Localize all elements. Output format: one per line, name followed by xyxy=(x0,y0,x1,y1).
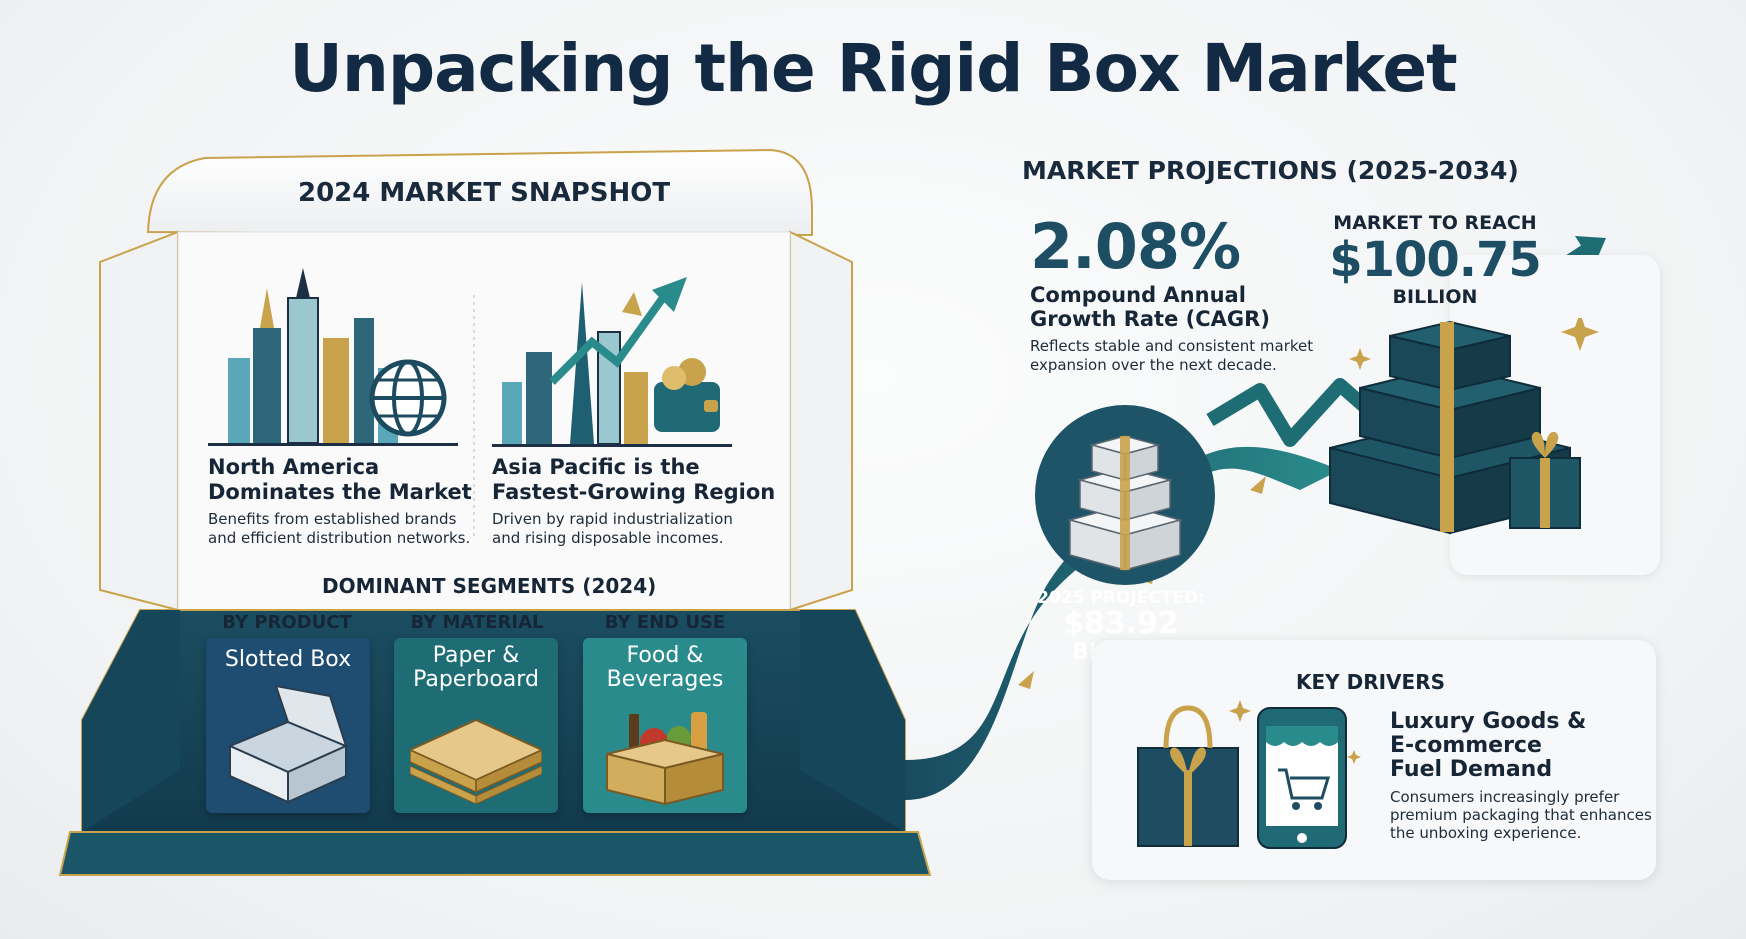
cagr-value: 2.08% xyxy=(1030,210,1241,283)
cagr-desc: Reflects stable and consistent market ex… xyxy=(1030,337,1314,374)
luxury-gift-stack-icon xyxy=(1329,318,1599,535)
asia-growth-icon xyxy=(492,277,732,447)
food-box-icon xyxy=(606,712,724,806)
segment-card-product-label: Slotted Box xyxy=(224,647,352,672)
box-lid-left-flap xyxy=(99,230,179,612)
asia-pacific-title: Asia Pacific is the Fastest-Growing Regi… xyxy=(492,455,776,504)
key-drivers-heading: Luxury Goods & E-commerce Fuel Demand xyxy=(1390,709,1587,782)
reach-value: $100.75 xyxy=(1329,232,1542,288)
snapshot-title: 2024 MARKET SNAPSHOT xyxy=(298,178,671,208)
shopping-bag-phone-icon xyxy=(1137,700,1361,849)
segment-card-end-use: Food & Beverages xyxy=(583,638,747,813)
asia-pacific-desc: Driven by rapid industrialization and ri… xyxy=(492,510,733,547)
gift-stack-circle-icon xyxy=(1035,405,1215,585)
reach-unit: BILLION xyxy=(1392,286,1478,308)
segment-heading-product: BY PRODUCT xyxy=(222,612,352,633)
segment-heading-material: BY MATERIAL xyxy=(410,612,544,633)
north-america-title: North America Dominates the Market xyxy=(208,455,472,504)
segment-card-end-use-label: Food & Beverages xyxy=(606,643,724,692)
segment-heading-end-use: BY END USE xyxy=(604,612,726,633)
north-america-desc: Benefits from established brands and eff… xyxy=(208,510,471,547)
key-drivers-desc: Consumers increasingly prefer premium pa… xyxy=(1390,788,1652,842)
segments-title: DOMINANT SEGMENTS (2024) xyxy=(322,574,657,598)
page-title: Unpacking the Rigid Box Market xyxy=(289,30,1457,107)
city-skyline-icon xyxy=(208,268,458,446)
cagr-label: Compound Annual Growth Rate (CAGR) xyxy=(1030,283,1270,331)
growth-arrow-head xyxy=(1575,236,1606,266)
paperboard-stack-icon xyxy=(410,718,542,805)
projections-title: MARKET PROJECTIONS (2025-2034) xyxy=(1022,156,1519,185)
reach-label: MARKET TO REACH xyxy=(1333,212,1537,234)
segment-card-material-label: Paper & Paperboard xyxy=(413,643,539,692)
key-drivers-title: KEY DRIVERS xyxy=(1296,670,1445,694)
box-lid-top xyxy=(146,148,813,237)
segment-card-material: Paper & Paperboard xyxy=(394,638,558,813)
open-box-icon xyxy=(227,686,349,804)
box-lid-right-flap xyxy=(789,230,853,612)
segment-card-product: Slotted Box xyxy=(206,638,370,813)
